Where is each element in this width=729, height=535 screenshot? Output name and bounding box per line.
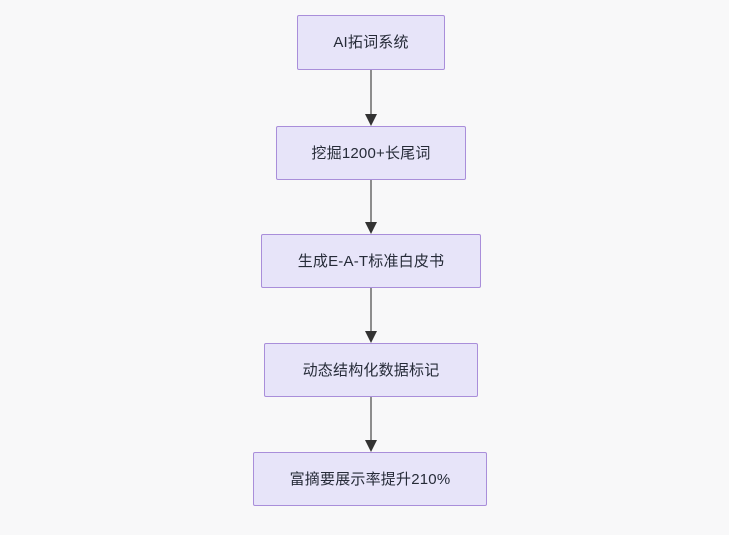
edge-n3-n4 [365,288,377,343]
node-label: 富摘要展示率提升210% [289,470,451,488]
flowchart-node-dynamic-structured-data-markup[interactable]: 动态结构化数据标记 [264,343,478,397]
edge-n1-n2 [365,70,377,126]
node-label: AI拓词系统 [333,34,409,51]
node-label: 挖掘1200+长尾词 [311,144,431,162]
flowchart-node-rich-snippet-impression-uplift[interactable]: 富摘要展示率提升210% [253,452,487,506]
edge-n2-n3 [365,180,377,234]
flowchart-node-mine-longtail-keywords[interactable]: 挖掘1200+长尾词 [276,126,466,180]
node-label: 动态结构化数据标记 [302,361,440,379]
edge-n4-n5 [365,397,377,452]
node-label: 生成E-A-T标准白皮书 [297,252,445,270]
flowchart-node-ai-keyword-system[interactable]: AI拓词系统 [297,15,445,70]
flowchart-node-generate-eat-whitepaper[interactable]: 生成E-A-T标准白皮书 [261,234,481,288]
